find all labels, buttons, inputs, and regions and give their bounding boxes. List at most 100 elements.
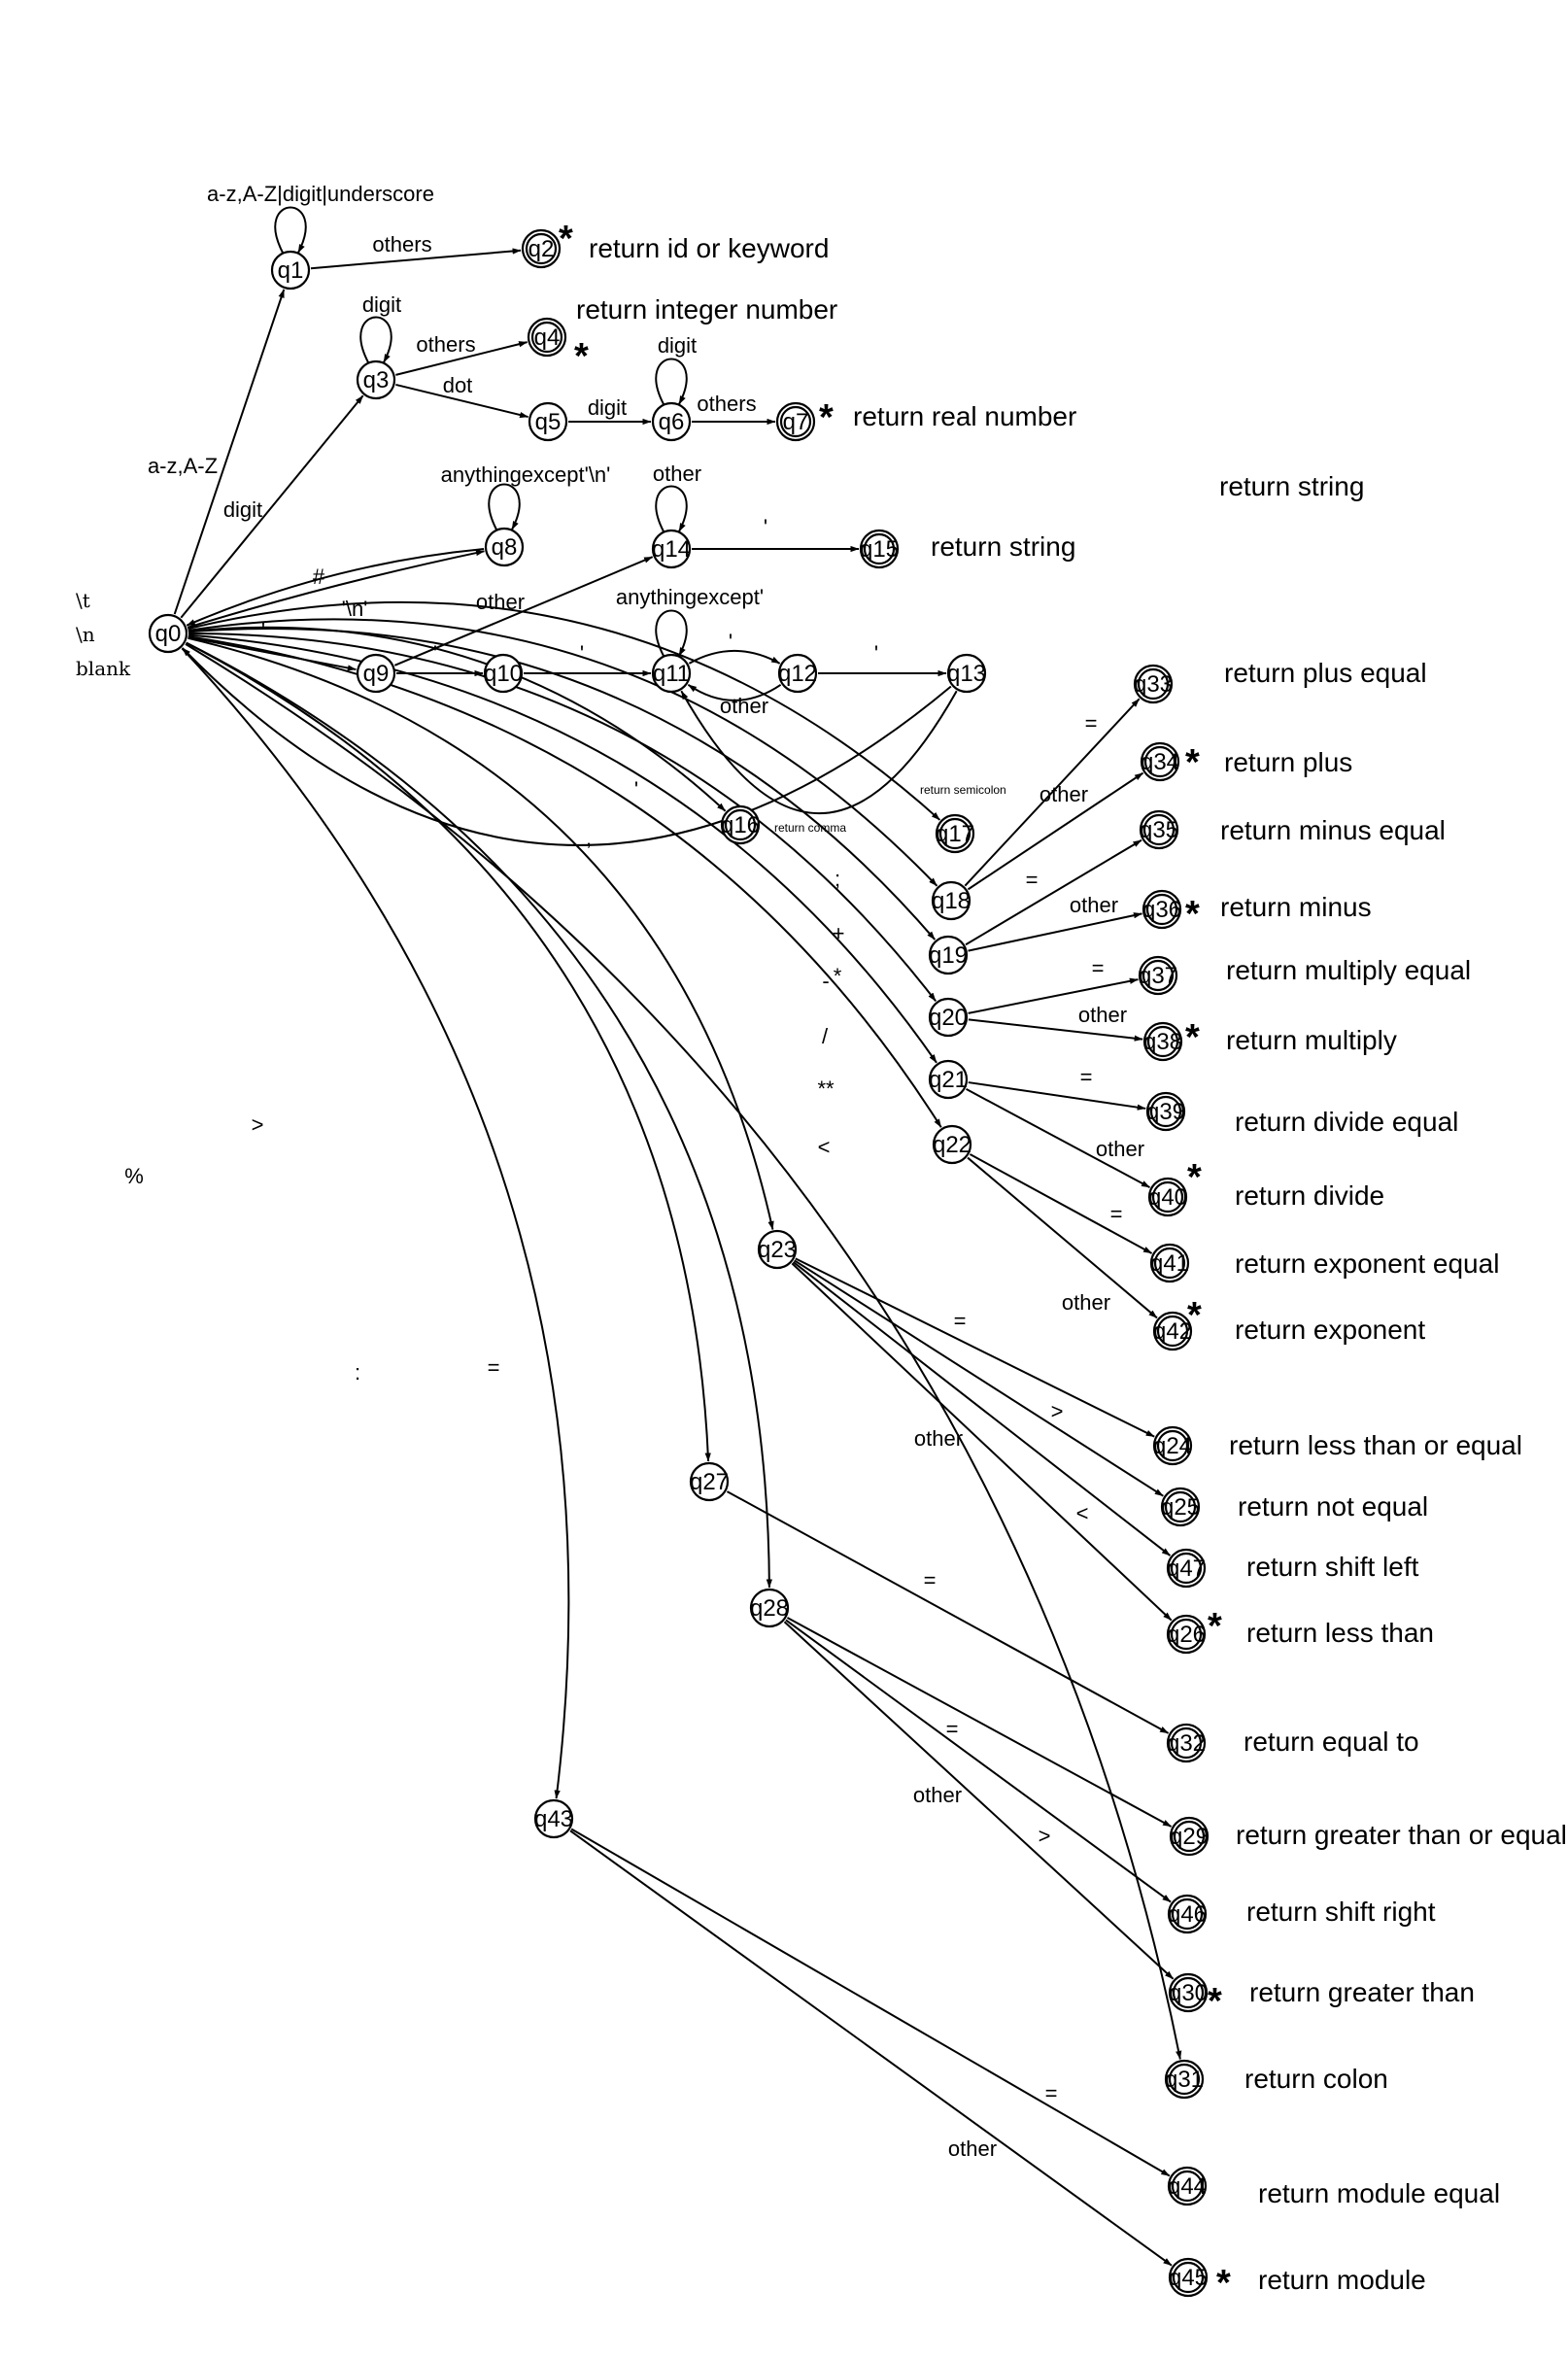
edge-label: # bbox=[313, 564, 325, 589]
state-label: q45 bbox=[1169, 2265, 1208, 2291]
state-label: q16 bbox=[721, 812, 760, 838]
edge-label: anythingexcept'\n' bbox=[441, 462, 611, 487]
edge-label: other bbox=[1062, 1290, 1110, 1315]
edge-path bbox=[791, 1262, 1173, 1622]
state-q25: q25 bbox=[1160, 1487, 1201, 1527]
edge-label: ** bbox=[817, 1077, 835, 1101]
edge-label: digit bbox=[223, 497, 262, 522]
edge-label: other bbox=[913, 1783, 962, 1807]
state-circle bbox=[651, 401, 692, 442]
accept-ring bbox=[530, 321, 563, 354]
edge-label: other bbox=[653, 462, 701, 486]
state-circle bbox=[356, 653, 396, 694]
state-label: q42 bbox=[1153, 1318, 1192, 1345]
edge-label: ' bbox=[634, 777, 638, 802]
transition-q23-q24: = bbox=[795, 1257, 1155, 1438]
state-note: return greater than or equal bbox=[1236, 1820, 1567, 1850]
state-label: q44 bbox=[1168, 2173, 1207, 2200]
state-label: q14 bbox=[652, 536, 691, 563]
state-label: q26 bbox=[1167, 1622, 1206, 1648]
accept-ring bbox=[1171, 2170, 1204, 2203]
state-label: q30 bbox=[1169, 1980, 1208, 2006]
edge-path bbox=[785, 1619, 1172, 1903]
state-q38: q38 bbox=[1142, 1021, 1183, 1062]
state-q16: q16 bbox=[720, 804, 761, 845]
state-q3: q3 bbox=[356, 359, 396, 400]
state-label: q9 bbox=[363, 661, 390, 687]
edge-path bbox=[395, 383, 529, 419]
edge-label: = bbox=[946, 1717, 959, 1741]
state-label: q1 bbox=[278, 257, 304, 284]
whitespace-label: \n bbox=[76, 623, 95, 646]
state-note: return shift left bbox=[1246, 1552, 1419, 1582]
edge-label: - bbox=[822, 969, 829, 993]
transition-q0-q8: # bbox=[187, 549, 485, 629]
transition-q14-q14: other bbox=[653, 462, 701, 532]
edge-label: a-z,A-Z bbox=[148, 454, 218, 478]
state-note: return equal to bbox=[1244, 1727, 1419, 1757]
accept-ring bbox=[724, 808, 757, 841]
edge-label: ' bbox=[261, 618, 265, 642]
transition-q8-q0: '\n' bbox=[186, 548, 485, 627]
retract-star: * bbox=[1185, 1017, 1200, 1058]
transition-q6-q7: others bbox=[692, 392, 776, 426]
state-circle bbox=[484, 527, 525, 567]
retract-star: * bbox=[1187, 1157, 1202, 1198]
state-label: q39 bbox=[1146, 1099, 1185, 1125]
edge-label: other bbox=[948, 2137, 997, 2161]
edge-label: / bbox=[822, 1024, 829, 1048]
state-q14: q14 bbox=[651, 529, 692, 569]
state-label: q13 bbox=[947, 661, 986, 687]
state-label: q12 bbox=[778, 661, 817, 687]
state-label: q8 bbox=[492, 534, 518, 561]
accept-ring bbox=[863, 532, 896, 565]
state-circle bbox=[928, 1059, 969, 1100]
accept-ring bbox=[779, 405, 812, 438]
edge-label: other bbox=[1096, 1137, 1144, 1161]
transition-q10-q11: ' bbox=[523, 641, 652, 677]
loose-note: return string bbox=[1219, 471, 1364, 501]
state-q30: q30 bbox=[1168, 1972, 1209, 2013]
transition-q0-q21: / bbox=[187, 633, 937, 1064]
transition-q3-q5: dot bbox=[395, 373, 529, 419]
retract-star: * bbox=[1185, 742, 1200, 783]
state-note: return integer number bbox=[576, 294, 837, 325]
accept-ring bbox=[1137, 667, 1170, 701]
state-circle bbox=[928, 997, 969, 1038]
edge-label: = bbox=[1045, 2081, 1058, 2105]
edge-label: ' bbox=[729, 630, 733, 654]
accept-ring bbox=[1172, 2261, 1205, 2294]
state-note: return plus equal bbox=[1224, 658, 1427, 688]
state-note: return plus bbox=[1224, 747, 1352, 777]
accept-ring bbox=[525, 232, 558, 265]
state-label: q29 bbox=[1170, 1824, 1209, 1850]
state-note: return id or keyword bbox=[589, 233, 829, 263]
state-label: q37 bbox=[1139, 963, 1177, 989]
edge-label: '\n' bbox=[342, 597, 368, 621]
state-q18: q18 bbox=[931, 880, 971, 921]
state-label: q24 bbox=[1153, 1433, 1192, 1459]
transition-q19-q36: other bbox=[968, 893, 1142, 952]
state-circle bbox=[270, 250, 311, 291]
edge-label: , bbox=[586, 826, 592, 850]
state-q2: q2 bbox=[521, 228, 562, 269]
state-note-small: return semicolon bbox=[920, 783, 1006, 797]
state-q0: q0 bbox=[148, 613, 188, 654]
transition-q20-q37: = bbox=[968, 956, 1139, 1014]
edge-label: other bbox=[720, 694, 768, 718]
edge-path bbox=[186, 641, 711, 1462]
edge-label: others bbox=[416, 332, 475, 357]
state-label: q3 bbox=[363, 367, 390, 393]
transition-q1-q1: a-z,A-Z|digit|underscore bbox=[207, 182, 434, 254]
state-note: return multiply bbox=[1226, 1025, 1397, 1055]
edge-path bbox=[187, 633, 937, 1064]
state-q46: q46 bbox=[1167, 1894, 1208, 1934]
state-circle bbox=[777, 653, 818, 694]
state-q1: q1 bbox=[270, 250, 311, 291]
edge-label: ' bbox=[433, 641, 437, 666]
retract-star: * bbox=[1216, 2263, 1231, 2304]
retract-star: * bbox=[559, 219, 573, 259]
state-q37: q37 bbox=[1138, 955, 1178, 996]
transition-q21-q39: = bbox=[968, 1065, 1146, 1111]
state-label: q17 bbox=[936, 821, 974, 847]
